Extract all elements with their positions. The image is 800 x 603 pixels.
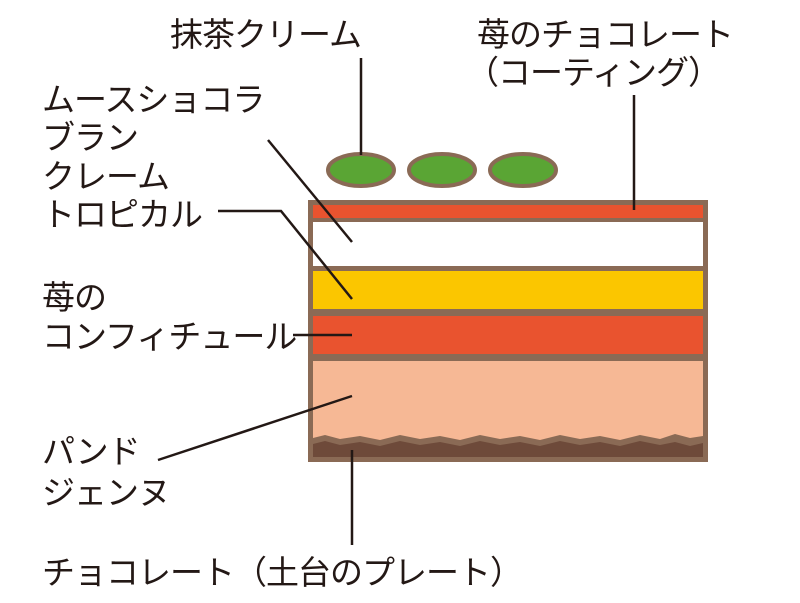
label-chocolate-base: チョコレート（土台のプレート） <box>42 553 523 592</box>
layer-chocolate-base <box>313 441 703 457</box>
matcha-dollop <box>488 152 558 188</box>
label-genoise-line2: ジェンヌ <box>42 473 171 512</box>
leader-line-genoise <box>157 394 353 462</box>
label-mousse-chocolat-line2: ブラン <box>42 118 139 157</box>
label-genoise-line1: パンド <box>42 432 141 471</box>
layer-genoise <box>313 361 703 440</box>
layer-mousse-chocolat-blanc <box>313 222 703 266</box>
label-matcha-cream: 抹茶クリーム <box>170 15 362 54</box>
label-confiture-line1: 苺の <box>42 278 107 317</box>
leader-line-creme <box>218 209 353 300</box>
label-strawberry-chocolate-note: （コーティング） <box>466 53 721 92</box>
matcha-dollop <box>326 152 396 188</box>
label-mousse-chocolat-line1: ムースショコラ <box>42 80 265 119</box>
layer-creme-tropical <box>313 271 703 309</box>
layer-strawberry-confiture <box>313 316 703 354</box>
leader-line-mousse <box>267 139 353 243</box>
layer-strawberry-coating <box>313 205 703 218</box>
label-confiture-line2: コンフィチュール <box>42 317 297 356</box>
matcha-dollop <box>407 152 477 188</box>
label-creme-tropical-line1: クレーム <box>42 157 170 196</box>
label-strawberry-chocolate: 苺のチョコレート <box>477 15 734 54</box>
label-creme-tropical-line2: トロピカル <box>42 195 203 234</box>
